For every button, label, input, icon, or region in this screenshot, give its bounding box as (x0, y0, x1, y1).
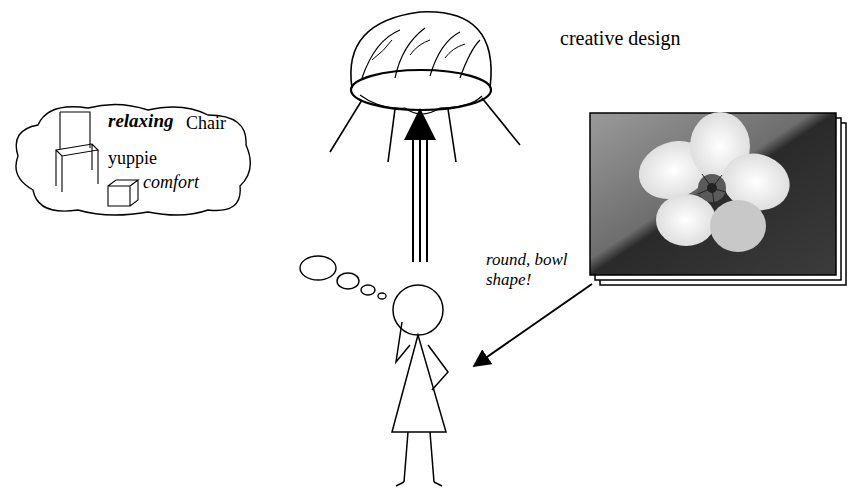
cloud-shape (16, 104, 250, 215)
cloud-word: relaxing (108, 110, 173, 132)
inspiration-arrow (474, 284, 592, 366)
flower-photo (590, 112, 846, 285)
thought-bubbles (300, 256, 386, 299)
box-sketch (108, 180, 138, 206)
plain-chair-sketch (56, 112, 98, 192)
cloud-word: yuppie (108, 148, 157, 169)
cloud-word: comfort (143, 172, 199, 193)
thought-cloud: relaxing Chair yuppie comfort (8, 100, 258, 220)
design-caption: creative design (560, 26, 681, 50)
cloud-word: Chair (186, 113, 226, 134)
design-arrow (404, 108, 436, 262)
arrow-note: round, bowl shape! (486, 250, 584, 291)
chair-sketch (330, 12, 520, 162)
stick-figure (392, 285, 448, 486)
